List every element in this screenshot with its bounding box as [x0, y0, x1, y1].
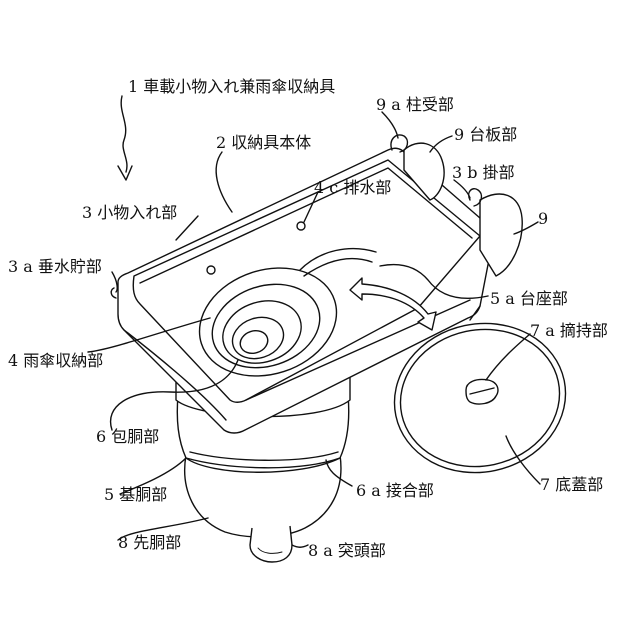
label-5: 5 基胴部	[104, 485, 167, 504]
label-6: 6 包胴部	[96, 427, 159, 446]
label-4: 4 雨傘収納部	[8, 351, 103, 370]
label-7: 7 底蓋部	[540, 475, 603, 494]
label-9: 9	[538, 209, 548, 228]
label-8: 8 先胴部	[118, 533, 181, 552]
label-1: 1 車載小物入れ兼雨傘収納具	[128, 77, 335, 96]
label-3a: 3 a 垂水貯部	[8, 257, 102, 276]
label-5a: 5 a 台座部	[490, 289, 568, 308]
label-7a: 7 a 摘持部	[530, 321, 608, 340]
label-9-plate: 9 台板部	[454, 125, 517, 144]
label-8a: 8 a 突頭部	[308, 541, 386, 560]
label-3: 3 小物入れ部	[82, 203, 177, 222]
label-2: 2 収納具本体	[216, 133, 311, 152]
label-4c: 4 c 排水部	[314, 178, 391, 197]
label-6a: 6 a 接合部	[356, 481, 434, 500]
label-3b: 3 b 掛部	[452, 163, 515, 182]
label-9a: 9 a 柱受部	[376, 95, 454, 114]
